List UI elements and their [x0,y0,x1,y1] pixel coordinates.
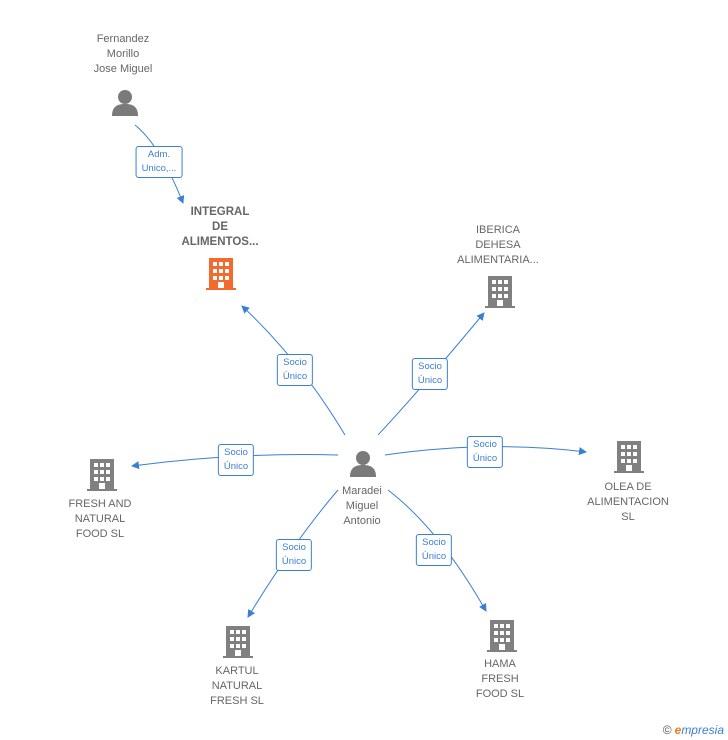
edge-label-socio-fresh[interactable]: Socio Único [217,444,255,476]
node-label-maradei[interactable]: Maradei Miguel Antonio [342,485,382,527]
edge-label-adm[interactable]: Adm. Unico,... [135,146,183,178]
brand-initial: e [674,723,682,737]
node-label-integral[interactable]: INTEGRAL DE ALIMENTOS... [181,206,259,248]
empresia-watermark: ©empresia [663,723,724,737]
node-label-olea[interactable]: OLEA DE ALIMENTACION SL [587,481,669,523]
building-icon[interactable] [485,276,515,308]
edge-label-socio-hama[interactable]: Socio Único [415,534,453,566]
building-icon[interactable] [614,441,644,473]
edge-label-socio-olea[interactable]: Socio Único [466,436,504,468]
building-icon[interactable] [87,459,117,491]
node-label-fresh[interactable]: FRESH AND NATURAL FOOD SL [68,498,132,540]
building-icon[interactable] [487,620,517,652]
copyright-symbol: © [662,723,672,737]
edge-label-socio-iberica[interactable]: Socio Único [411,358,449,390]
node-label-kartul[interactable]: KARTUL NATURAL FRESH SL [210,665,264,707]
building-icon[interactable] [223,626,253,658]
person-icon[interactable] [112,90,138,116]
node-label-fernandez[interactable]: Fernandez Morillo Jose Miguel [93,33,153,75]
node-label-iberica[interactable]: IBERICA DEHESA ALIMENTARIA... [457,224,539,266]
node-label-hama[interactable]: HAMA FRESH FOOD SL [475,658,525,700]
person-icon[interactable] [350,451,376,477]
brand-name: mpresia [681,723,724,737]
edge-label-socio-integral[interactable]: Socio Único [276,354,314,386]
building-icon[interactable] [206,258,236,290]
edge-label-socio-kartul[interactable]: Socio Único [275,539,313,571]
